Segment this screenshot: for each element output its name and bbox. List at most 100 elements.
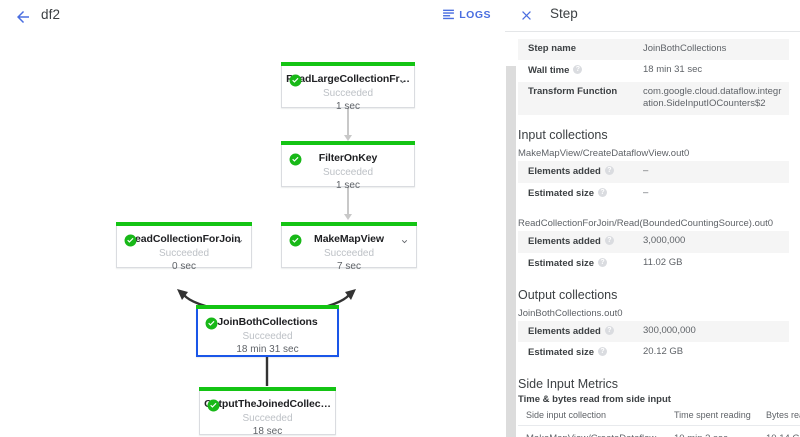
node-time: 1 sec xyxy=(336,101,360,112)
row-value: – xyxy=(643,187,649,199)
row-key-label: Wall time xyxy=(528,64,570,76)
table-row: Estimated size 11.02 GB xyxy=(518,253,789,275)
side-input-metrics-table: Side input collection Time spent reading… xyxy=(518,407,800,437)
node-name: FilterOnKey xyxy=(318,152,378,164)
table-row: Estimated size 20.12 GB xyxy=(518,342,789,364)
row-value: – xyxy=(643,165,649,177)
help-icon[interactable] xyxy=(573,64,583,75)
row-value: JoinBothCollections xyxy=(643,43,727,54)
input-collections-title: Input collections xyxy=(518,128,608,143)
node-status-bar xyxy=(199,387,336,391)
graph-node-read-large-collection[interactable]: ReadLargeCollectionFr… Succeeded 1 sec xyxy=(281,62,415,112)
cell-side-input-collection: MakeMapView/CreateDataflowView.out0 xyxy=(518,425,666,437)
job-graph-pane: df2 LOGS xyxy=(0,0,504,437)
table-header-row: Side input collection Time spent reading… xyxy=(518,407,800,427)
table-row: Elements added 3,000,000 xyxy=(518,230,789,253)
row-key: Estimated size xyxy=(518,342,633,364)
help-icon[interactable] xyxy=(604,235,614,246)
node-time: 18 sec xyxy=(252,426,283,437)
panel-header: Step xyxy=(505,0,800,32)
row-key: Elements added xyxy=(518,321,633,343)
node-status-bar xyxy=(116,222,252,226)
column-header-bytes-read: Bytes read xyxy=(758,407,800,427)
table-row: Wall time 18 min 31 sec xyxy=(518,60,789,82)
node-name: JoinBothCollections xyxy=(217,316,318,328)
row-key: Wall time xyxy=(518,60,633,82)
logs-button-label: LOGS xyxy=(459,8,491,21)
table-row: Transform Function com.google.cloud.data… xyxy=(518,81,789,116)
chevron-down-icon[interactable] xyxy=(234,234,245,245)
step-summary-table: Step name JoinBothCollections Wall time … xyxy=(518,39,789,116)
node-status: Succeeded xyxy=(242,331,293,342)
row-key-label: Estimated size xyxy=(528,188,594,200)
panel-title: Step xyxy=(550,6,578,21)
graph-node-join-both-collections[interactable]: JoinBothCollections Succeeded 18 min 31 … xyxy=(196,305,339,357)
side-input-metrics-subtitle: Time & bytes read from side input xyxy=(518,394,671,406)
node-name: MakeMapView xyxy=(314,233,384,245)
graph-edges xyxy=(177,108,356,386)
collection-name: MakeMapView/CreateDataflowView.out0 xyxy=(518,148,690,160)
node-name: OutputTheJoinedCollec… xyxy=(204,398,331,410)
node-status-bar xyxy=(281,141,415,145)
node-time: 7 sec xyxy=(337,261,361,272)
table-row: Elements added 300,000,000 xyxy=(518,320,789,343)
row-key: Estimated size xyxy=(518,253,633,275)
graph-node-output-the-joined-collection[interactable]: OutputTheJoinedCollec… Succeeded 18 sec xyxy=(199,387,336,437)
help-icon[interactable] xyxy=(604,325,614,336)
row-value: 3,000,000 xyxy=(643,234,686,246)
side-input-metrics-title: Side Input Metrics xyxy=(518,377,619,392)
node-status-bar xyxy=(196,305,339,309)
node-status-bar xyxy=(281,62,415,66)
row-key: Step name xyxy=(528,43,577,54)
row-key-label: Estimated size xyxy=(528,257,594,269)
panel-content: Step name JoinBothCollections Wall time … xyxy=(505,32,800,437)
left-toolbar: df2 LOGS xyxy=(0,0,504,32)
row-value: 18 min 31 sec xyxy=(643,63,703,75)
logs-button[interactable]: LOGS xyxy=(442,8,491,21)
close-icon[interactable] xyxy=(519,8,534,23)
row-value: 20.12 GB xyxy=(643,346,684,358)
row-value: com.google.cloud.dataflow.integration.Si… xyxy=(643,85,782,110)
step-details-panel: Step Step name JoinBothCollections Wall … xyxy=(505,0,800,437)
row-value: 300,000,000 xyxy=(643,324,696,336)
node-status: Succeeded xyxy=(158,248,210,259)
help-icon[interactable] xyxy=(598,187,607,198)
chevron-down-icon[interactable] xyxy=(399,234,410,245)
chevron-down-icon[interactable] xyxy=(397,74,408,85)
output-collections-title: Output collections xyxy=(518,287,618,302)
arrow-back-icon[interactable] xyxy=(14,8,32,26)
cell-bytes-read: 10.14 GB xyxy=(758,425,800,437)
output-collection-0-table: Elements added 300,000,000 Estimated siz… xyxy=(518,320,789,365)
help-icon[interactable] xyxy=(604,165,614,176)
help-icon[interactable] xyxy=(598,257,607,268)
check-circle-icon xyxy=(289,234,302,247)
node-status: Succeeded xyxy=(322,167,374,178)
cell-time-spent-reading: 10 min 3 sec xyxy=(666,425,758,437)
table-row: Elements added – xyxy=(518,161,789,184)
input-collection-0-table: Elements added – Estimated size – xyxy=(518,161,789,205)
row-value: 11.02 GB xyxy=(643,256,683,268)
row-key-label: Elements added xyxy=(528,166,601,178)
check-circle-icon xyxy=(205,317,218,330)
node-status-bar xyxy=(281,222,417,226)
help-icon[interactable] xyxy=(598,346,607,357)
row-key: Elements added xyxy=(518,161,633,183)
node-status: Succeeded xyxy=(323,248,375,259)
pipeline-graph-canvas[interactable]: ReadLargeCollectionFr… Succeeded 1 sec F… xyxy=(0,31,504,437)
input-collection-1-table: Elements added 3,000,000 Estimated size … xyxy=(518,230,789,275)
row-key-label: Elements added xyxy=(528,325,601,337)
panel-scrollbar[interactable] xyxy=(505,32,517,437)
row-key-label: Estimated size xyxy=(528,347,594,359)
node-name: ReadLargeCollectionFr… xyxy=(286,73,410,85)
logs-list-icon xyxy=(442,8,455,21)
check-circle-icon xyxy=(289,153,302,166)
graph-node-read-collection-for-join[interactable]: ReadCollectionForJoin Succeeded 0 sec xyxy=(116,222,252,272)
node-time: 18 min 31 sec xyxy=(236,344,299,355)
graph-node-filter-on-key[interactable]: FilterOnKey Succeeded 1 sec xyxy=(281,141,415,191)
panel-scrollbar-thumb[interactable] xyxy=(506,66,516,437)
table-row: MakeMapView/CreateDataflowView.out0 10 m… xyxy=(518,425,800,437)
node-name: ReadCollectionForJoin xyxy=(127,233,241,245)
graph-node-make-map-view[interactable]: MakeMapView Succeeded 7 sec xyxy=(281,222,417,272)
row-key-label: Elements added xyxy=(528,235,601,247)
job-name-title: df2 xyxy=(41,7,61,22)
